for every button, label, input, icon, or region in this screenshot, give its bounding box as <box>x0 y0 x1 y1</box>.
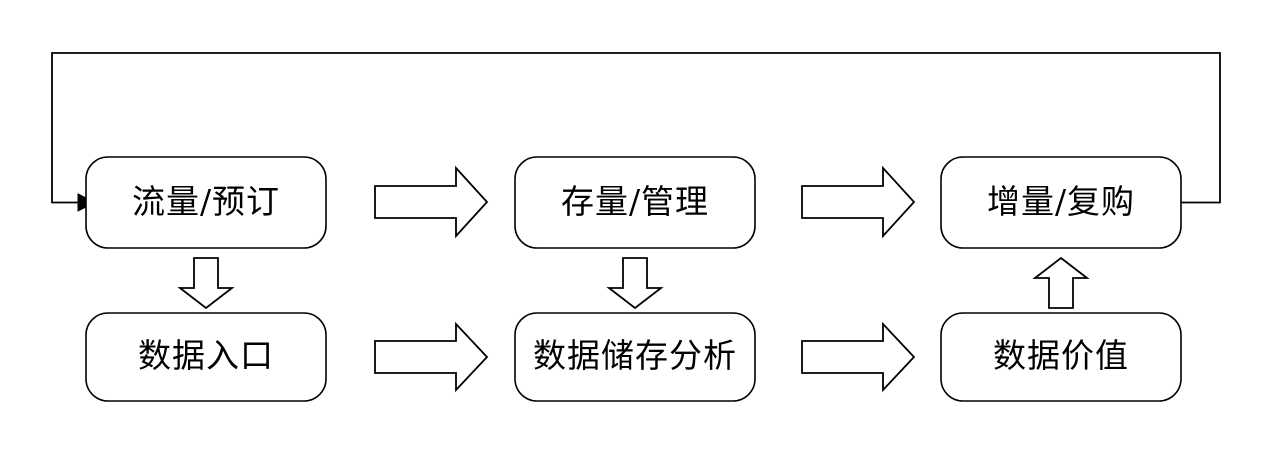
node-growth-repurchase-shape[interactable] <box>940 156 1182 249</box>
arrow-down-icon-stock-to-storage <box>606 257 664 310</box>
node-stock-management-label: 存量/管理 <box>561 182 709 221</box>
node-traffic-booking-label: 流量/预订 <box>132 182 280 221</box>
node-data-entry-label: 数据入口 <box>138 336 274 375</box>
node-traffic-booking[interactable]: 流量/预订 <box>85 156 327 249</box>
node-traffic-booking-shape[interactable] <box>85 156 327 249</box>
node-growth-repurchase-label: 增量/复购 <box>987 182 1135 221</box>
node-data-entry-shape[interactable] <box>85 312 327 402</box>
node-data-storage[interactable]: 数据储存分析 <box>514 312 756 402</box>
node-data-storage-shape[interactable] <box>514 312 756 402</box>
node-data-entry[interactable]: 数据入口 <box>85 312 327 402</box>
node-data-value[interactable]: 数据价值 <box>940 312 1182 402</box>
arrow-right-icon-stock-to-growth <box>801 165 916 239</box>
node-stock-management[interactable]: 存量/管理 <box>514 156 756 249</box>
node-data-value-shape[interactable] <box>940 312 1182 402</box>
arrow-right-icon-entry-to-storage <box>374 321 489 393</box>
node-data-storage-label: 数据储存分析 <box>533 336 737 375</box>
node-stock-management-shape[interactable] <box>514 156 756 249</box>
arrow-right-icon-traffic-to-stock <box>374 165 489 239</box>
feedback-loop-path <box>51 52 1221 204</box>
arrow-down-icon-traffic-to-entry <box>177 257 235 310</box>
arrow-up-icon-value-to-growth <box>1032 256 1090 309</box>
arrow-right-icon-storage-to-value <box>801 321 916 393</box>
node-growth-repurchase[interactable]: 增量/复购 <box>940 156 1182 249</box>
node-data-value-label: 数据价值 <box>993 336 1129 375</box>
